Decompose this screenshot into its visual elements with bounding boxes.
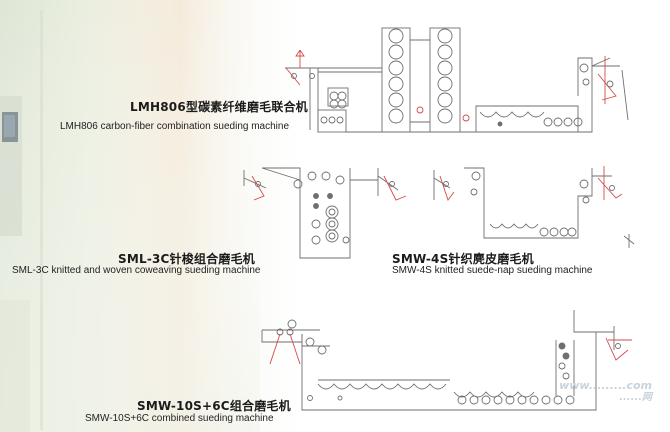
smw10s-subtitle: SMW-10S+6C combined sueding machine [85,413,274,424]
lmh806-subtitle: LMH806 carbon-fiber combination sueding … [60,121,290,132]
sml3c-subtitle: SML-3C knitted and woven coweaving suedi… [12,265,261,276]
sml3c-title: SML-3C针梭组合磨毛机 [118,252,255,266]
smw10s-diagram [261,310,632,411]
smw10s-title: SMW-10S+6C组合磨毛机 [137,399,291,413]
smw4s-title: SMW-4S针织麂皮磨毛机 [392,252,534,266]
sml3c-diagram [243,167,407,259]
smw4s-subtitle: SMW-4S knitted suede-nap sueding machine [392,265,593,276]
site-watermark: www.........com ......网 [556,380,652,404]
lmh806-title: LMH806型碳素纤维磨毛联合机 [130,100,308,114]
smw4s-diagram [433,166,635,248]
watermark-cn: ......网 [619,392,652,403]
watermark-url: www.........com [559,379,652,392]
lmh806-diagram [285,27,629,133]
